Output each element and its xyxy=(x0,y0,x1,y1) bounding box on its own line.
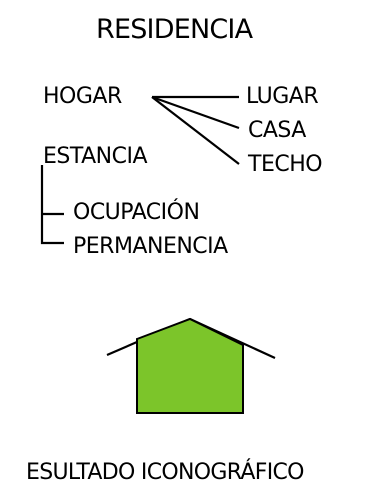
footer-caption: ESULTADO ICONOGRÁFICO xyxy=(26,460,304,485)
house-body xyxy=(136,317,244,414)
node-ocupacion: OCUPACIÓN xyxy=(73,200,200,225)
node-techo: TECHO xyxy=(248,152,323,177)
node-estancia: ESTANCIA xyxy=(43,144,148,169)
node-casa: CASA xyxy=(248,118,306,143)
node-permanencia: PERMANENCIA xyxy=(73,234,228,259)
connector-hogar-techo xyxy=(151,96,240,165)
house-icon xyxy=(106,317,276,414)
node-hogar: HOGAR xyxy=(43,84,122,109)
connector-hogar-casa xyxy=(151,95,240,130)
diagram-title: RESIDENCIA xyxy=(96,14,253,45)
connector-estancia-bracket xyxy=(40,165,64,245)
node-lugar: LUGAR xyxy=(246,84,319,109)
